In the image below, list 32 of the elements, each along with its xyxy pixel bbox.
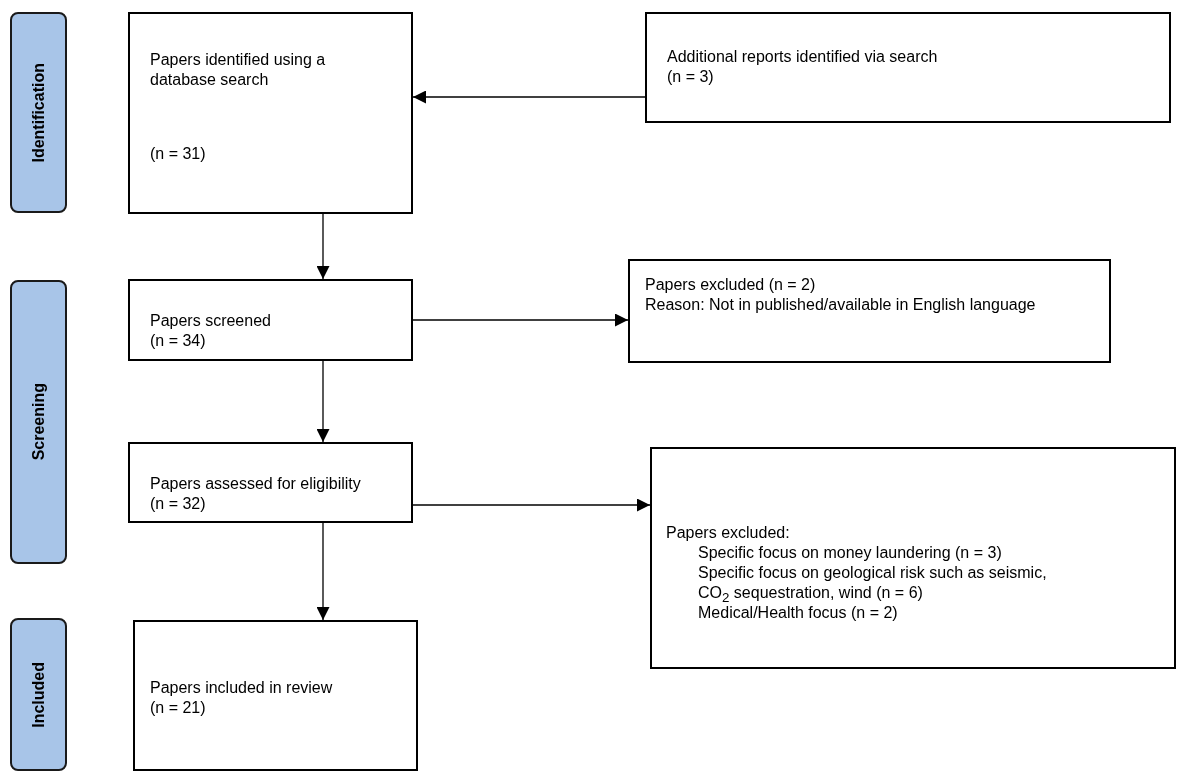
stage-label: Screening <box>29 383 48 461</box>
arrow <box>412 90 646 104</box>
box-heading: Papers excluded: <box>666 523 791 543</box>
stage-band <box>10 618 67 771</box>
process-box <box>133 620 418 771</box>
box-text: (n = 3) <box>667 67 715 87</box>
box-heading: Papers assessed for eligibility (n = 32) <box>150 474 362 514</box>
box-heading: Additional reports identified via search <box>667 47 939 67</box>
stage-label: Identification <box>29 62 48 163</box>
stage-band <box>10 280 67 564</box>
arrow <box>412 498 651 512</box>
box-heading: Papers screened (n = 34) <box>150 311 272 351</box>
box-heading: Papers included in review (n = 21) <box>150 678 334 718</box>
arrow <box>316 213 330 280</box>
process-box <box>128 12 413 214</box>
arrow <box>316 360 330 443</box>
box-text: Reason: Not in published/available in English language <box>645 295 1037 315</box>
box-heading: Papers excluded (n = 2) <box>645 275 817 295</box>
box-text: Specific focus on money laundering (n = 3) <box>698 543 1003 563</box>
process-box <box>645 12 1171 123</box>
arrow <box>412 313 629 327</box>
box-text: Medical/Health focus (n = 2) <box>698 603 899 623</box>
box-text: Specific focus on geological risk such as seismic, CO$_{2}$ sequestration, wind (n = 6) <box>698 563 1048 606</box>
box-text: (n = 31) <box>150 144 207 164</box>
stage-label: Included <box>29 661 48 728</box>
process-box <box>650 447 1176 669</box>
box-heading: Papers identified using a database search <box>150 50 327 90</box>
arrow <box>316 522 330 621</box>
process-box <box>128 442 413 523</box>
process-box <box>128 279 413 361</box>
process-box <box>628 259 1111 363</box>
stage-band <box>10 12 67 213</box>
